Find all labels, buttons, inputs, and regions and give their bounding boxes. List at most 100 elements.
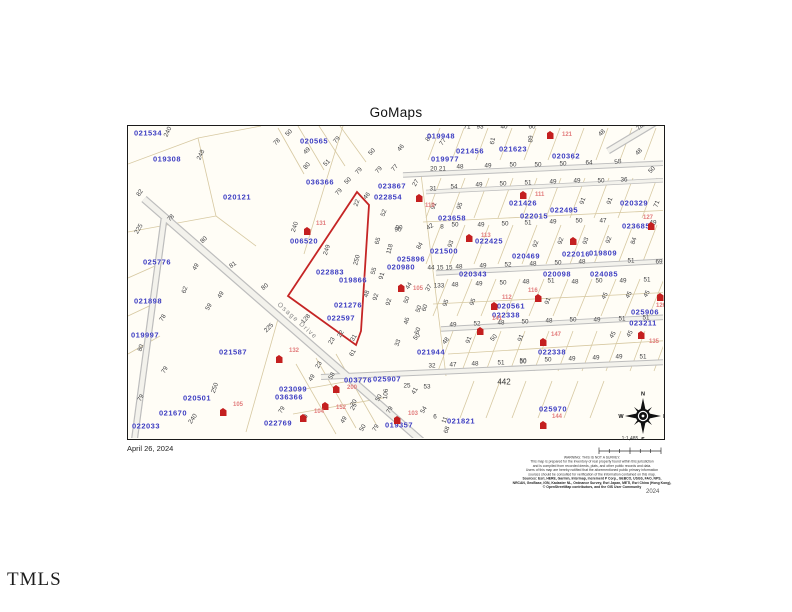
lot-dimension-label: 51 [643, 276, 651, 284]
building-icon [415, 194, 423, 202]
parcel-label-021670[interactable]: 021670 [158, 408, 188, 418]
parcel-label-020098[interactable]: 020098 [542, 269, 572, 279]
building-icon [332, 385, 340, 393]
parcel-label-022015[interactable]: 022015 [519, 211, 549, 221]
parcel-label-022495[interactable]: 022495 [549, 205, 579, 215]
parcel-label-006520[interactable]: 006520 [289, 236, 319, 246]
parcel-label-023099[interactable]: 023099 [278, 384, 308, 394]
parcel-label-024085[interactable]: 024085 [589, 269, 619, 279]
parcel-label-022033[interactable]: 022033 [131, 421, 161, 431]
parcel-label-036366[interactable]: 036366 [305, 177, 335, 187]
lot-dimension-label: 50 [501, 220, 509, 228]
parcel-label-022016[interactable]: 022016 [561, 249, 591, 259]
parcel-label-025896[interactable]: 025896 [396, 254, 426, 264]
disclaimer-line: sources should be consulted for verifica… [528, 472, 656, 477]
parcel-label-021426[interactable]: 021426 [508, 198, 538, 208]
lot-dimension-label: 48 [578, 258, 586, 266]
parcel-label-020343[interactable]: 020343 [458, 269, 488, 279]
parcel-label-019866[interactable]: 019866 [338, 275, 368, 285]
lot-dimension-label: 48 [529, 260, 537, 268]
lot-dimension-label: 51 [618, 315, 626, 323]
parcel-label-021821[interactable]: 021821 [446, 416, 476, 426]
building-icon [647, 222, 655, 230]
building-number-label: 105 [233, 402, 244, 408]
parcel-label-022597[interactable]: 022597 [326, 313, 356, 323]
parcel-label-025906[interactable]: 025906 [630, 307, 660, 317]
parcel-label-019357[interactable]: 019357 [384, 420, 414, 430]
parcel-label-021500[interactable]: 021500 [429, 246, 459, 256]
parcel-label-025776[interactable]: 025776 [142, 257, 172, 267]
parcel-label-021456[interactable]: 021456 [455, 146, 485, 156]
building-icon [519, 191, 527, 199]
parcel-label-022338[interactable]: 022338 [537, 347, 567, 357]
disclaimer-line: This map is prepared for the inventory o… [530, 460, 654, 464]
parcel-label-023658[interactable]: 023658 [437, 213, 467, 223]
parcel-label-022769[interactable]: 022769 [263, 418, 293, 428]
building-number-label: 116 [528, 288, 538, 294]
building-number-label: 147 [551, 332, 562, 338]
lot-dimension-label: 48 [497, 319, 505, 327]
lot-dimension-label: 48 [522, 278, 530, 286]
lot-dimension-label: 48 [545, 317, 553, 325]
disclaimer-line: and is compiled from recorded deeds, pla… [532, 464, 652, 468]
building-number-label: 127 [643, 215, 654, 221]
lot-dimension-label: 50 [519, 357, 527, 365]
lot-dimension-label: 53 [423, 383, 431, 391]
parcel-label-019948[interactable]: 019948 [426, 131, 456, 141]
parcel-label-021944[interactable]: 021944 [416, 347, 446, 357]
parcel-label-023685[interactable]: 023685 [621, 221, 651, 231]
lot-dimension-label: 49 [479, 262, 487, 270]
building-number-label: 126 [656, 303, 664, 309]
parcel-label-020329[interactable]: 020329 [619, 198, 649, 208]
lot-dimension-label: 31 [429, 185, 437, 193]
parcel-label-022883[interactable]: 022883 [315, 267, 345, 277]
scale-bar: 1:1,485 [596, 436, 664, 460]
building-number-label: 103 [408, 411, 419, 417]
parcel-label-019977[interactable]: 019977 [430, 154, 460, 164]
parcel-label-003776[interactable]: 003776 [343, 375, 373, 385]
parcel-label-020469[interactable]: 020469 [511, 251, 541, 261]
parcel-label-019997[interactable]: 019997 [130, 330, 160, 340]
parcel-label-036366[interactable]: 036366 [274, 392, 304, 402]
lot-dimension-label: 44 [427, 264, 435, 272]
parcel-label-021534[interactable]: 021534 [133, 128, 163, 138]
parcel-label-020565[interactable]: 020565 [299, 136, 329, 146]
building-number-label: 200 [347, 385, 358, 391]
parcel-label-019809[interactable]: 019809 [588, 248, 618, 258]
parcel-label-021898[interactable]: 021898 [133, 296, 163, 306]
lot-dimension-label: 89 [527, 135, 535, 143]
parcel-label-019308[interactable]: 019308 [152, 154, 182, 164]
lot-dimension-label: 50 [509, 161, 517, 169]
parcel-label-021623[interactable]: 021623 [498, 144, 528, 154]
lot-dimension-label: 49 [568, 355, 576, 363]
building-icon [569, 237, 577, 245]
parcel-label-020561[interactable]: 020561 [496, 301, 526, 311]
parcel-label-021587[interactable]: 021587 [218, 347, 248, 357]
lot-dimension-label: 49 [549, 218, 557, 226]
building-icon [321, 402, 329, 410]
parcel-label-020501[interactable]: 020501 [182, 393, 212, 403]
parcel-label-020362[interactable]: 020362 [551, 151, 581, 161]
lot-dimension-label: 50 [521, 318, 529, 326]
lot-dimension-label: 52 [473, 320, 481, 328]
parcel-label-022854[interactable]: 022854 [373, 192, 403, 202]
lot-dimension-label: 93 [476, 125, 484, 131]
parcel-label-025970[interactable]: 025970 [538, 404, 568, 414]
parcel-label-025907[interactable]: 025907 [372, 374, 402, 384]
parcel-label-022425[interactable]: 022425 [474, 236, 504, 246]
lot-dimension-label: 49 [615, 353, 623, 361]
compass-w: W [618, 414, 624, 420]
lot-dimension-label: 6 [433, 413, 437, 421]
parcel-label-021276[interactable]: 021276 [333, 300, 363, 310]
parcel-label-020980[interactable]: 020980 [386, 262, 416, 272]
parcel-label-020121[interactable]: 020121 [222, 192, 252, 202]
parcel-label-023211[interactable]: 023211 [629, 318, 657, 328]
lot-dimension-label: 48 [451, 281, 459, 289]
parcel-label-023867[interactable]: 023867 [377, 181, 407, 191]
parcel-map-linework [128, 126, 663, 438]
parcel-label-022338[interactable]: 022338 [491, 310, 521, 320]
subject-parcel-highlight[interactable] [286, 190, 370, 347]
lot-dimension-label: 49 [477, 221, 485, 229]
lot-dimension-label: 8 [440, 223, 444, 231]
